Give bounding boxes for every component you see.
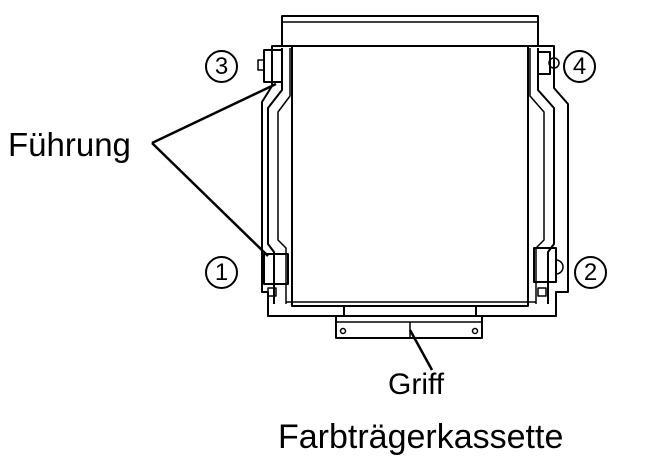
right-top-knob: [548, 57, 560, 69]
right-top-block: [537, 51, 551, 75]
callout-2: 2: [574, 256, 607, 289]
guide-leader-lower: [151, 142, 269, 257]
callout-3: 3: [205, 50, 238, 83]
cassette-top-cap: [281, 15, 539, 47]
right-rail-inner: [529, 48, 545, 304]
left-top-tab: [257, 59, 265, 71]
ribbon-panel: [291, 45, 529, 307]
left-bottom-screw: [267, 287, 277, 297]
handle-leader: [408, 329, 434, 371]
left-rail-inner: [277, 48, 291, 304]
right-rail-outer: [537, 48, 555, 304]
left-bottom-block: [263, 253, 289, 285]
guide-leader-upper: [151, 82, 277, 145]
cassette-outer-frame: [261, 45, 569, 317]
right-bottom-knob: [555, 259, 564, 275]
handle-right-rivet: [471, 327, 479, 335]
callout-4: 4: [563, 50, 596, 83]
right-bottom-screw: [537, 287, 547, 297]
guide-label: Führung: [8, 126, 131, 163]
callout-1: 1: [205, 256, 238, 289]
cassette-caption: Farbträgerkassette: [278, 418, 564, 456]
handle-left-rivet: [339, 327, 347, 335]
right-bottom-block: [533, 247, 557, 283]
handle-label: Griff: [388, 368, 445, 401]
handle: [335, 306, 483, 339]
